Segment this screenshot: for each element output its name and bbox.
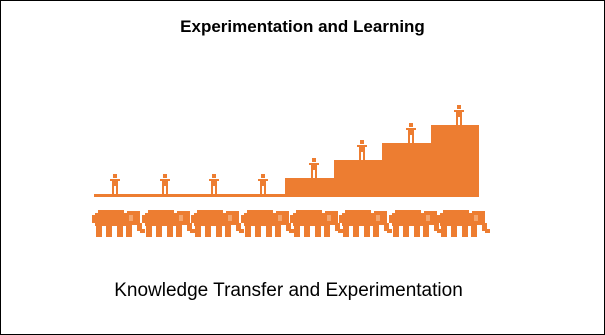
slide-title: Experimentation and Learning — [180, 17, 425, 36]
person-icon — [454, 105, 464, 125]
person-icon — [209, 174, 219, 194]
elephant-icon — [437, 210, 490, 237]
staircase — [285, 125, 479, 197]
person-icon — [110, 174, 120, 194]
person-icon — [357, 140, 367, 160]
elephant-icon — [191, 210, 244, 237]
elephant-icon — [142, 210, 195, 237]
flat-ground-line — [94, 194, 286, 197]
slide-caption: Knowledge Transfer and Experimentation — [114, 280, 463, 301]
elephant-icon — [339, 210, 392, 237]
person-icon — [258, 174, 268, 194]
elephant-icon — [92, 210, 145, 237]
elephant-icon — [389, 210, 442, 237]
person-icon — [406, 123, 416, 143]
elephant-icon — [290, 210, 343, 237]
person-icon — [309, 158, 319, 178]
elephant-icon — [241, 210, 294, 237]
person-icon — [160, 174, 170, 194]
